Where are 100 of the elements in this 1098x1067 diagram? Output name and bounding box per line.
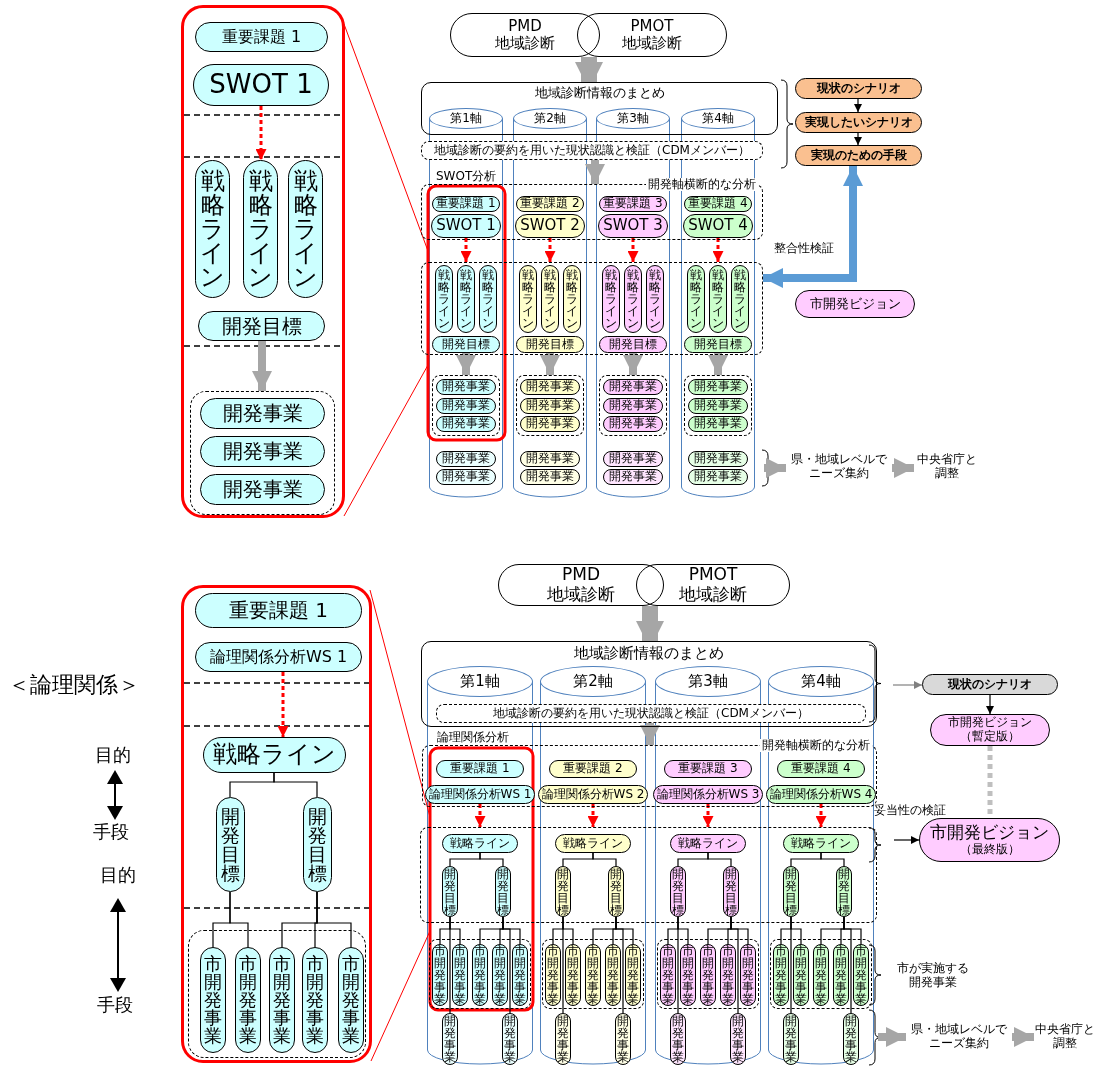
- vertical-rounded-box: 開発目標: [303, 797, 332, 892]
- note-text: 妥当性の検証: [874, 804, 946, 818]
- note-text: 中央省庁と調整: [914, 450, 980, 484]
- rounded-box: 開発事業: [603, 397, 663, 414]
- note-text: 県・地域レベルでニーズ集約: [786, 450, 892, 484]
- dashed-box: [429, 939, 531, 1009]
- heading-text: ＜論理関係＞: [8, 672, 140, 698]
- vertical-rounded-box: 戦略ライン: [435, 265, 453, 333]
- dashed-box: [432, 375, 500, 436]
- rounded-box: 開発事業: [200, 436, 325, 467]
- rounded-box: 論理関係分析WS 3: [653, 785, 763, 804]
- rounded-box: 重要課題 1: [195, 22, 328, 52]
- vertical-rounded-box: 市開発事業: [740, 944, 756, 1006]
- arrow: [460, 238, 472, 262]
- rounded-box: 開発目標: [432, 336, 500, 353]
- subtitle-text: （暫定版）: [960, 730, 1020, 744]
- rounded-box: 開発事業: [603, 379, 663, 395]
- connector-line: [502, 916, 511, 1014]
- arrow: [627, 238, 639, 262]
- vertical-rounded-box: 開発事業: [502, 1013, 518, 1065]
- vertical-rounded-box: 開発事業: [843, 1013, 859, 1065]
- rounded-box: SWOT 4: [683, 214, 753, 238]
- heading-text: 論理関係分析: [435, 731, 511, 745]
- vertical-rounded-box: 開発目標: [608, 866, 624, 917]
- connector-line: [273, 772, 318, 798]
- vertical-rounded-box: 市開発事業: [700, 944, 716, 1006]
- vertical-rounded-box: 戦略ライン: [243, 160, 278, 298]
- vertical-rounded-box: 市開発事業: [605, 944, 621, 1006]
- rounded-box: 戦略ライン: [203, 737, 346, 773]
- rounded-box: SWOT 1: [431, 214, 501, 238]
- rounded-box: 開発事業: [520, 451, 580, 467]
- dashed-box: 地域診断の要約を用いた現状認識と検証（CDMメンバー）: [436, 704, 866, 723]
- dashed-box: [657, 939, 759, 1009]
- dashed-box: 地域診断の要約を用いた現状認識と検証（CDMメンバー）: [421, 141, 763, 160]
- vertical-rounded-box: 市開発事業: [773, 944, 789, 1006]
- rounded-box: 戦略ライン: [670, 834, 746, 853]
- rounded-box: 開発目標: [516, 336, 584, 353]
- rounded-box: SWOT 3: [598, 214, 668, 238]
- vertical-rounded-box: 戦略ライン: [731, 265, 749, 333]
- rounded-box: 重要課題 4: [684, 196, 752, 212]
- vertical-rounded-box: 市開発事業: [660, 944, 676, 1006]
- note-text: 県・地域レベルでニーズ集約: [906, 1021, 1012, 1053]
- arrow: [712, 238, 724, 262]
- rounded-box: 開発事業: [200, 474, 325, 505]
- vertical-rounded-box: 市開発事業: [452, 944, 468, 1006]
- rounded-box: 開発事業: [436, 416, 496, 432]
- connector-line: [820, 852, 845, 867]
- vertical-rounded-box: 開発目標: [442, 866, 458, 917]
- rounded-box: 開発事業: [520, 397, 580, 414]
- rounded-box: 開発目標: [599, 336, 667, 353]
- heading-text: 地域診断情報のまとめ: [572, 645, 726, 662]
- vertical-rounded-box: 市開発事業: [813, 944, 829, 1006]
- connector-line: [449, 916, 451, 1014]
- dashed-box: [684, 375, 752, 436]
- vertical-rounded-box: 市開発事業: [432, 944, 448, 1006]
- rounded-box: 開発事業: [200, 398, 325, 429]
- connector-line: [730, 916, 739, 1014]
- summary-box: [421, 82, 778, 135]
- rounded-box: 開発事業: [603, 416, 663, 432]
- rounded-box: 開発目標: [198, 311, 325, 341]
- rounded-box: 開発事業: [520, 469, 580, 485]
- vertical-rounded-box: 戦略ライン: [709, 265, 727, 333]
- rounded-box: 重要課題 3: [599, 196, 667, 212]
- vertical-rounded-box: 戦略ライン: [519, 265, 537, 333]
- arrow: [255, 106, 267, 160]
- vertical-rounded-box: 開発事業: [730, 1013, 746, 1065]
- zoom-frame: [181, 5, 345, 518]
- vertical-rounded-box: 市開発事業: [512, 944, 528, 1006]
- vertical-rounded-box: 市開発事業: [853, 944, 869, 1006]
- rounded-box: 現状のシナリオ: [922, 674, 1058, 695]
- rounded-box: 戦略ライン: [555, 834, 631, 853]
- rounded-box: 開発事業: [603, 451, 663, 467]
- note-text: 中央省庁と調整: [1034, 1021, 1096, 1053]
- arrow: [854, 98, 862, 113]
- vertical-rounded-box: 市開発事業: [680, 944, 696, 1006]
- vertical-rounded-box: 開発目標: [555, 866, 571, 917]
- connector-line: [592, 852, 617, 867]
- subtitle-text: 開発軸横断的な分析: [760, 738, 872, 752]
- vertical-rounded-box: 市開発事業: [338, 947, 364, 1053]
- vertical-rounded-box: 戦略ライン: [602, 265, 620, 333]
- zoom-frame: [181, 585, 372, 1063]
- dashed-box: [190, 391, 335, 515]
- arrow: [587, 804, 599, 827]
- vertical-rounded-box: 市開発事業: [472, 944, 488, 1006]
- rounded-box: 重要課題 1: [436, 760, 524, 778]
- vertical-rounded-box: 市開発事業: [235, 947, 261, 1053]
- vertical-rounded-box: 市開発事業: [492, 944, 508, 1006]
- rounded-box: SWOT 1: [193, 64, 329, 106]
- connector-line: [479, 852, 504, 867]
- arrow: [892, 681, 923, 689]
- rounded-box: 開発事業: [520, 379, 580, 395]
- dashed-box: [516, 375, 584, 436]
- vertical-rounded-box: 戦略ライン: [687, 265, 705, 333]
- rounded-box: 重要課題 2: [549, 760, 637, 778]
- vertical-rounded-box: 市開発事業: [585, 944, 601, 1006]
- rounded-box: 市開発ビジョン: [795, 290, 915, 318]
- vertical-rounded-box: 開発事業: [670, 1013, 686, 1065]
- vertical-rounded-box: 開発目標: [723, 866, 739, 917]
- arrow: [544, 238, 556, 262]
- rounded-box: 論理関係分析WS 2: [538, 785, 648, 804]
